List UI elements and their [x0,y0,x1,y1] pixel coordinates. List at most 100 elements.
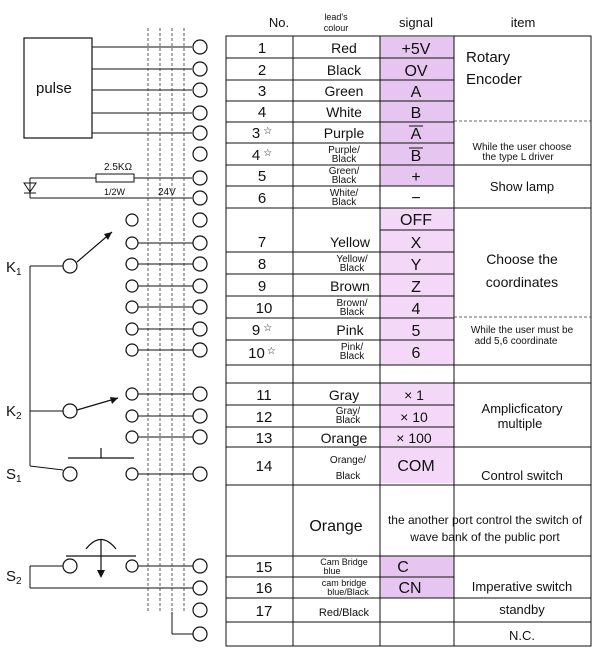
row-colour-line2: Black [340,263,365,274]
row-colour-line1: Yellow/ [336,254,368,265]
row-signal: + [411,169,420,186]
row-colour: Red/Black [319,607,370,619]
row-signal: × 10 [400,409,428,425]
cable-guides [147,28,185,612]
row-no: 4 [258,104,266,121]
item-standby: standby [499,602,545,617]
table-row: 3 Green A [258,83,422,101]
header-no: No. [269,15,289,30]
pulse-terminals [192,39,208,162]
row-colour: Pink [336,322,364,338]
resistor-power: 1/2W [104,187,126,197]
table-row: 10☆ Pink/ Black 6 [248,342,420,362]
row-no: 3 [258,83,266,100]
table-row: 5 Green/ Black + [258,166,421,186]
row-colour-line2: Black [340,351,365,362]
table-row: 15 Cam Bridge blue C [256,557,409,576]
row-colour: Black [327,62,362,78]
table-row: 9 Brown Z [258,278,421,296]
row-colour-line2: Black [336,471,361,482]
row-colour: Purple [324,125,365,141]
row-no: 9 [258,278,266,295]
s1-label: S1 [6,466,22,485]
row-colour-line1: Green/ [329,166,360,177]
row-no: 17 [256,603,273,620]
row-signal: Z [411,279,421,296]
item-column: Rotary Encoder While the user choose the… [388,49,583,643]
row-no: 7 [258,234,266,251]
row-colour-line1: Pink/ [341,342,363,353]
row-colour-line1: Orange/ [330,455,366,466]
item-ldriver-line2: the type L driver [482,152,554,163]
row-colour: Brown [330,278,370,294]
row-no: 12 [256,409,273,426]
k1-label: K1 [6,259,22,278]
pulse-wires [92,46,192,134]
supply-voltage: 24V [158,187,176,198]
resistor-value: 2.5KΩ [104,162,133,173]
row-colour: Red [331,40,357,56]
item-choose-line2: coordinates [486,274,558,290]
row-signal: 4 [412,301,421,318]
table-row: 1 Red +5V [258,40,431,58]
row-signal: CN [398,580,421,597]
row-no: 10☆ [248,345,276,362]
k1-contacts [125,212,208,358]
row-signal: × 1 [404,387,424,403]
row-colour-line2: Black [332,154,357,165]
table-row: 17 Red/Black [256,603,370,620]
item-nc: N.C. [509,628,535,643]
item-ampl-line1: Amplicficatory [482,401,563,416]
item-add56-line1: While the user must be [471,325,574,336]
table-row: 11 Gray × 1 [256,387,424,404]
row-signal: OV [404,63,427,80]
row-signal: − [411,190,420,207]
row-colour-line2: blue/Black [327,587,369,597]
pulse-box [23,37,93,139]
item-choose-line1: Choose the [486,251,558,267]
row-colour-line2: Black [336,415,361,426]
row-colour-line2: blue [323,566,340,576]
row-no: 14 [256,458,273,475]
table-row: 4☆ Purple/ Black B [252,145,423,165]
s1-left-terminal [62,466,78,482]
item-port-line2: wave bank of the public port [409,530,560,544]
row-no: 15 [256,559,273,576]
item-ldriver-line1: While the user choose [473,142,572,153]
row-no: 9☆ [252,322,272,339]
row-colour-line1: White/ [330,188,359,199]
row-no: 11 [256,387,272,404]
row-no: 8 [258,256,266,273]
row-colour: Orange [321,430,368,446]
table-row: 3☆ Purple A [252,125,423,143]
item-imperative-switch: Imperative switch [472,579,572,594]
row-no: 4☆ [252,147,272,164]
table-row: 10 Brown/ Black 4 [256,298,421,318]
table-row: 16 cam bridge blue/Black CN [256,578,422,597]
row-no: 10 [256,300,273,317]
header-colour-line2: colour [324,23,349,33]
row-no: 6 [258,190,266,207]
row-signal: COM [397,458,434,475]
row-colour: Yellow [330,234,371,250]
row-colour-line2: Black [332,175,357,186]
row-colour: Orange [309,518,362,535]
lamp-led-icon [23,182,37,193]
row-colour-line1: Brown/ [336,298,367,309]
row-colour-line2: Black [340,307,365,318]
row-signal: 5 [412,323,421,340]
row-signal: Y [411,257,422,274]
table-row: 4 White B [258,104,422,122]
item-ampl-line2: multiple [498,416,543,431]
item-rotary-line1: Rotary [466,49,511,66]
row-signal: B [411,105,422,122]
table-row: 14 Orange/ Black COM [256,455,435,482]
header-signal: signal [399,15,433,30]
row-no: 3☆ [252,125,272,142]
row-signal: OFF [400,212,432,229]
row-signal: A [411,126,422,143]
pulse-label: pulse [36,80,72,97]
s2-label: S2 [6,568,22,587]
row-colour: Green [325,83,364,99]
